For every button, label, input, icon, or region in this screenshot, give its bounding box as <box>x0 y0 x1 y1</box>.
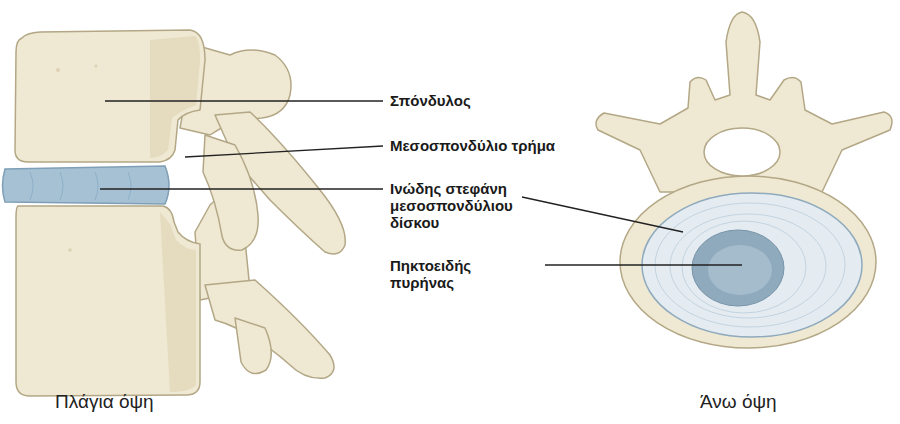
part-label: Μεσοσπονδύλιο τρήμα <box>390 137 555 154</box>
nucleus-core <box>708 245 772 295</box>
disc-texture <box>128 172 131 200</box>
upper-inferior-process <box>203 135 258 250</box>
part-label: Σπόνδυλος <box>390 92 471 109</box>
annulus-ring <box>682 221 806 313</box>
upper-vertebral-body <box>15 30 205 162</box>
vertebral-body-rim <box>620 176 876 348</box>
part-label: Ινώδης στεφάνη μεσοσπονδύλιου δίσκου <box>390 180 528 231</box>
leader-line <box>105 100 383 101</box>
bone-shading <box>150 36 200 158</box>
disc-texture <box>60 172 63 200</box>
nutrient-foramen <box>94 64 97 67</box>
disc-texture <box>30 172 33 200</box>
annulus-ring <box>670 214 826 318</box>
lower-inferior-process <box>235 318 271 374</box>
leader-line <box>185 146 383 157</box>
nutrient-foramen <box>56 68 60 72</box>
lateral-disc <box>3 166 170 204</box>
lower-vertebral-body <box>16 206 200 396</box>
view-caption: Άνω όψη <box>700 391 777 413</box>
disc-texture <box>95 172 98 200</box>
vertebral-foramen <box>704 128 780 176</box>
lower-spinous-process <box>205 280 334 378</box>
nutrient-foramen <box>68 248 72 252</box>
bone-shading <box>160 212 196 392</box>
leader-line <box>522 197 683 232</box>
nucleus-pulposus <box>692 230 784 306</box>
view-caption: Πλάγια όψη <box>55 391 154 413</box>
part-label: Πηκτοειδής πυρήνας <box>390 257 502 291</box>
vertebral-arch <box>596 12 892 192</box>
leader-line <box>545 264 742 265</box>
leader-line <box>100 188 383 189</box>
